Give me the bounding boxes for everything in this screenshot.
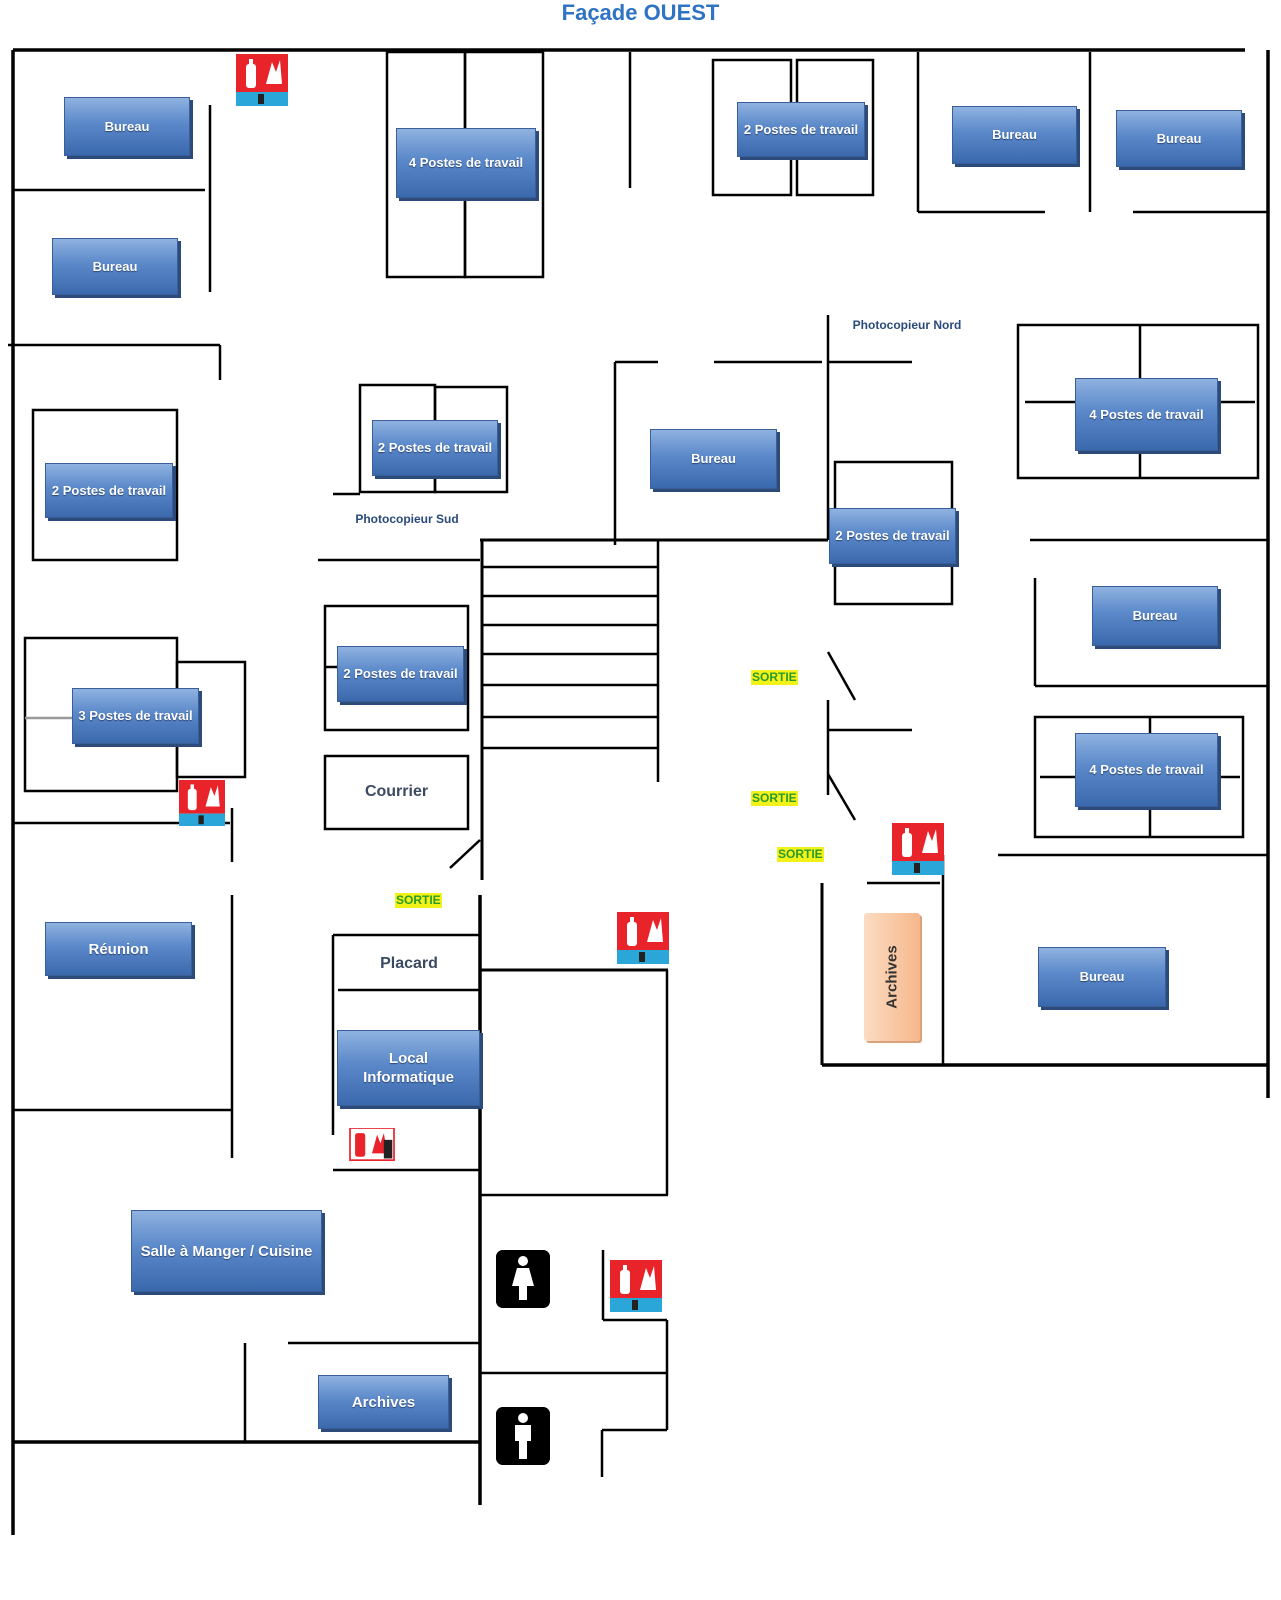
room-postes-2-mid-right[interactable]: 2 Postes de travail	[829, 508, 956, 564]
exit-sign: SORTIE	[395, 893, 442, 908]
room-postes-4-right-b[interactable]: 4 Postes de travail	[1075, 733, 1218, 807]
room-bureau-2[interactable]: Bureau	[52, 238, 178, 295]
room-postes-3-left[interactable]: 3 Postes de travail	[72, 688, 199, 744]
fire-extinguisher-icon	[179, 780, 225, 826]
room-archives-bottom[interactable]: Archives	[318, 1375, 449, 1429]
fire-extinguisher-icon	[610, 1260, 662, 1312]
page-title: Façade OUEST	[561, 0, 720, 25]
room-archives-vertical[interactable]: Archives	[864, 913, 920, 1041]
room-bureau-4[interactable]: Bureau	[1116, 110, 1242, 167]
label-courrier: Courrier	[364, 783, 429, 800]
room-bureau-bottom-right[interactable]: Bureau	[1038, 947, 1166, 1007]
room-postes-2-center[interactable]: 2 Postes de travail	[372, 420, 498, 476]
room-postes-2-center-low[interactable]: 2 Postes de travail	[337, 646, 464, 702]
room-reunion[interactable]: Réunion	[45, 922, 192, 976]
exit-sign: SORTIE	[777, 847, 824, 862]
label-photocopieur-sud: Photocopieur Sud	[355, 512, 459, 526]
fire-extinguisher-icon	[349, 1128, 395, 1161]
room-local-informatique[interactable]: Local Informatique	[337, 1030, 480, 1106]
fire-extinguisher-icon	[236, 54, 288, 106]
fire-extinguisher-icon	[892, 823, 944, 875]
exit-sign: SORTIE	[751, 791, 798, 806]
room-postes-2-left[interactable]: 2 Postes de travail	[45, 463, 173, 518]
men-toilet-icon	[496, 1407, 550, 1465]
label-photocopieur-nord: Photocopieur Nord	[852, 318, 962, 332]
label-placard: Placard	[380, 955, 438, 972]
room-bureau-1[interactable]: Bureau	[64, 97, 190, 156]
fire-extinguisher-icon	[617, 912, 669, 964]
room-postes-4-top[interactable]: 4 Postes de travail	[396, 128, 536, 198]
room-bureau-center[interactable]: Bureau	[650, 429, 777, 489]
women-toilet-icon	[496, 1250, 550, 1308]
exit-sign: SORTIE	[751, 670, 798, 685]
archives-vertical-label: Archives	[883, 945, 901, 1009]
room-bureau-3[interactable]: Bureau	[952, 106, 1077, 164]
room-salle-manger[interactable]: Salle à Manger / Cuisine	[131, 1210, 322, 1292]
room-bureau-right[interactable]: Bureau	[1092, 586, 1218, 646]
room-postes-4-right-a[interactable]: 4 Postes de travail	[1075, 378, 1218, 451]
room-postes-2-top[interactable]: 2 Postes de travail	[737, 102, 865, 157]
